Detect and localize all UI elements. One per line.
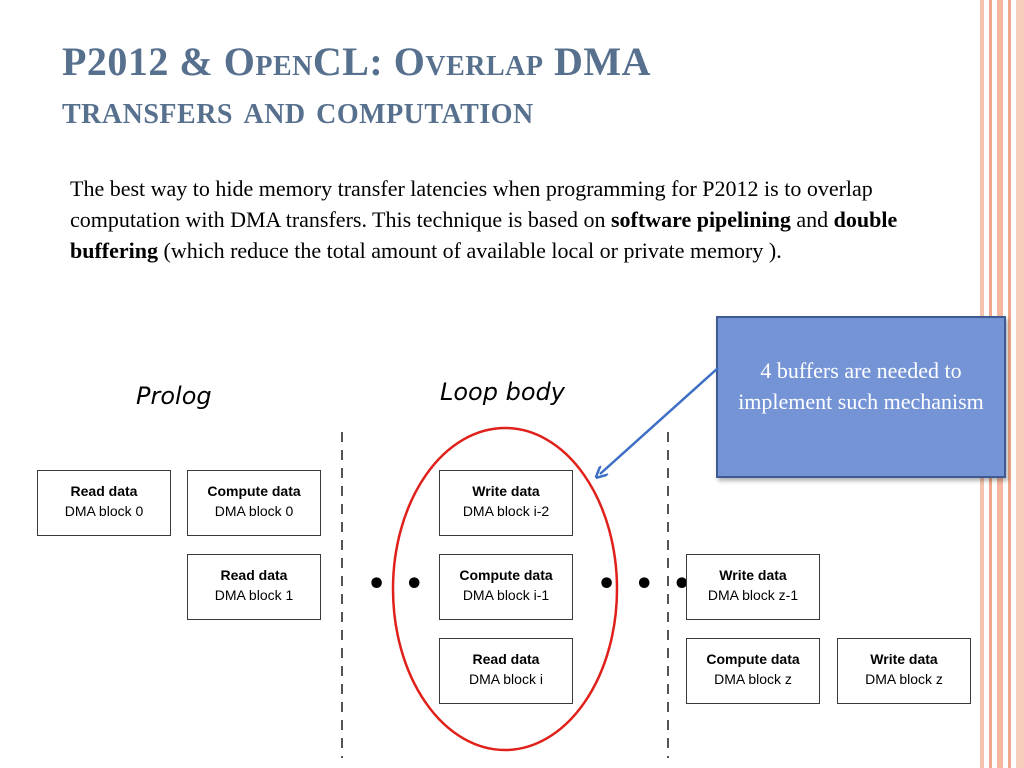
block-epilog-write-z-1: Write data DMA block z-1 <box>686 554 820 620</box>
block-subtitle: DMA block z-1 <box>707 587 799 603</box>
block-loop-compute: Compute data DMA block i-1 <box>439 554 573 620</box>
callout-box: 4 buffers are needed to implement such m… <box>716 316 1006 478</box>
paragraph-part-3: (which reduce the total amount of availa… <box>158 238 782 263</box>
block-epilog-compute-z: Compute data DMA block z <box>686 638 820 704</box>
block-subtitle: DMA block i-2 <box>462 503 550 519</box>
block-loop-read: Read data DMA block i <box>439 638 573 704</box>
intro-paragraph: The best way to hide memory transfer lat… <box>70 173 930 266</box>
block-epilog-write-z: Write data DMA block z <box>837 638 971 704</box>
block-title: Write data <box>870 651 938 667</box>
block-subtitle: DMA block 0 <box>64 503 144 519</box>
block-title: Write data <box>719 567 787 583</box>
block-subtitle: DMA block z <box>714 671 792 687</box>
loop-body-label: Loop body <box>440 378 565 406</box>
callout-arrow <box>600 367 719 474</box>
paragraph-part-2: and <box>790 207 834 232</box>
block-prolog-read-1: Read data DMA block 1 <box>187 554 321 620</box>
block-title: Read data <box>220 567 288 583</box>
block-subtitle: DMA block 1 <box>214 587 294 603</box>
block-title: Compute data <box>706 651 800 667</box>
title-line-1: P2012 & OpenCL: Overlap DMA <box>62 39 652 84</box>
block-subtitle: DMA block i <box>469 671 543 687</box>
block-subtitle: DMA block 0 <box>214 503 294 519</box>
paragraph-bold-software-pipelining: software pipelining <box>610 207 791 232</box>
block-subtitle: DMA block z <box>865 671 943 687</box>
block-prolog-compute-0: Compute data DMA block 0 <box>187 470 321 536</box>
block-prolog-read-0: Read data DMA block 0 <box>37 470 171 536</box>
prolog-label: Prolog <box>136 382 212 410</box>
paragraph-bold-double-buffering: double buffering <box>70 207 898 263</box>
block-subtitle: DMA block i-1 <box>462 587 550 603</box>
slide-title: P2012 & OpenCL: Overlap DMA transfers an… <box>62 38 942 134</box>
block-title: Compute data <box>207 483 301 499</box>
block-title: Write data <box>472 483 540 499</box>
block-loop-write: Write data DMA block i-2 <box>439 470 573 536</box>
ellipsis-right: • • • <box>597 567 696 602</box>
title-line-2: transfers and computation <box>62 87 534 132</box>
block-title: Read data <box>70 483 138 499</box>
block-title: Read data <box>472 651 540 667</box>
paragraph-part-1: The best way to hide memory transfer lat… <box>70 176 873 232</box>
block-title: Compute data <box>459 567 553 583</box>
